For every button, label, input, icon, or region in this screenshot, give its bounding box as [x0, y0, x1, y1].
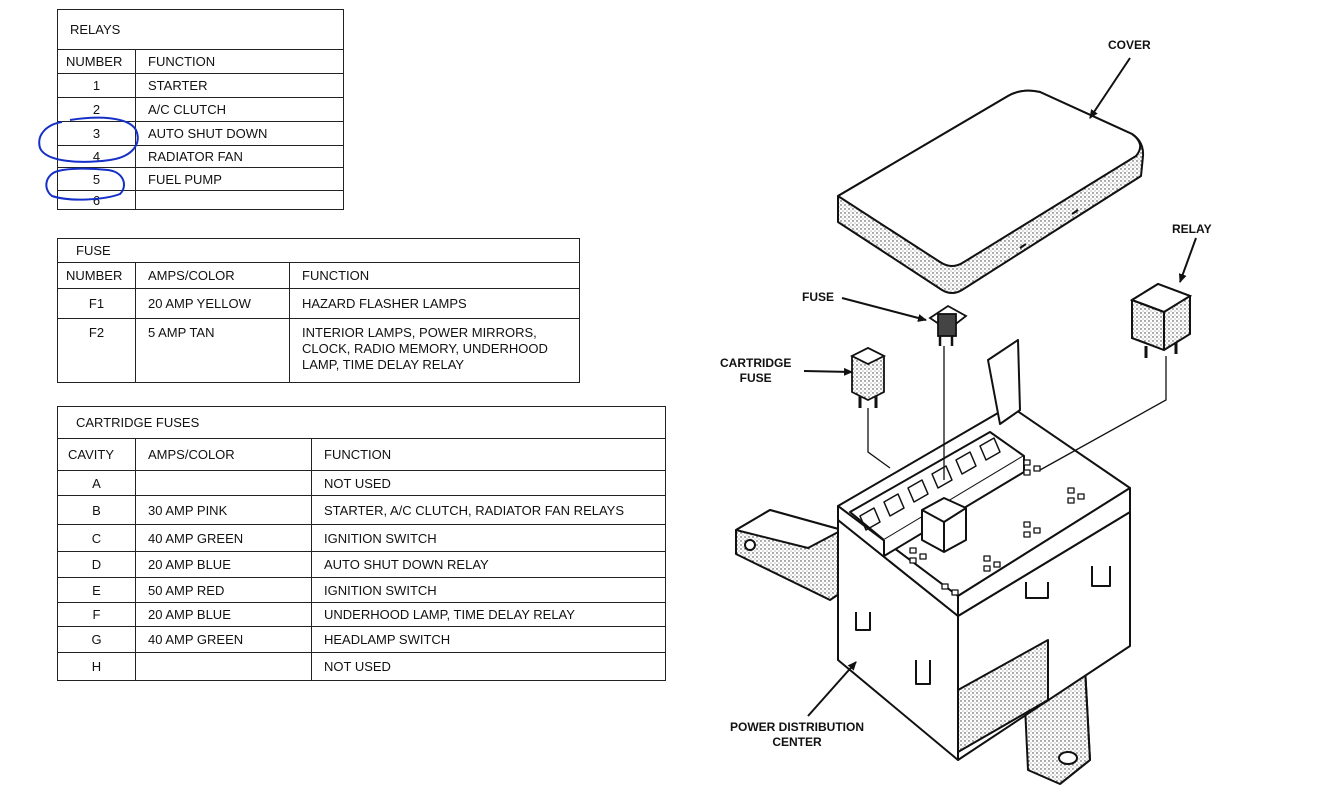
- table-row: F1 20 AMP YELLOW HAZARD FLASHER LAMPS: [57, 288, 580, 319]
- fuse-amps-color: 20 AMP YELLOW: [135, 288, 290, 319]
- cartridge-fuses-table: CARTRIDGE FUSES CAVITY AMPS/COLOR FUNCTI…: [57, 406, 666, 681]
- cartridge-fuses-title: CARTRIDGE FUSES: [57, 406, 666, 439]
- cartridge-amps-color: 20 AMP BLUE: [135, 602, 312, 627]
- annotation-circle-relay-3: [38, 116, 139, 163]
- relay-function: A/C CLUTCH: [135, 97, 344, 122]
- annotation-circle-relay-5: [45, 167, 125, 201]
- column-header: FUNCTION: [289, 262, 580, 289]
- cartridge-amps-color: 50 AMP RED: [135, 577, 312, 603]
- cover-leader: [1089, 57, 1131, 119]
- cartridge-amps-color: [135, 652, 312, 681]
- column-header: AMPS/COLOR: [135, 438, 312, 471]
- cartridge-function: STARTER, A/C CLUTCH, RADIATOR FAN RELAYS: [311, 495, 666, 525]
- mini-fuse-part: [928, 304, 968, 346]
- cartridge-amps-color: 20 AMP BLUE: [135, 551, 312, 578]
- annotation-circles: [38, 116, 139, 201]
- fuse-number: F1: [57, 288, 136, 319]
- pdc-label-line2: CENTER: [772, 735, 822, 749]
- fuse-number: F2: [57, 318, 136, 383]
- fuse-label: FUSE: [802, 290, 835, 304]
- cartridge-function: NOT USED: [311, 652, 666, 681]
- power-distribution-center-label: POWER DISTRIBUTION CENTER: [730, 720, 864, 750]
- fuse-function: INTERIOR LAMPS, POWER MIRRORS, CLOCK, RA…: [289, 318, 580, 383]
- table-row: F2 5 AMP TAN INTERIOR LAMPS, POWER MIRRO…: [57, 318, 580, 383]
- relay-number: 1: [57, 73, 136, 98]
- relay-part: [1129, 282, 1193, 358]
- cartridge-function: IGNITION SWITCH: [311, 577, 666, 603]
- cartridge-function: NOT USED: [311, 470, 666, 496]
- cartridge-fuse-label-line2: FUSE: [739, 371, 772, 385]
- fuse-title: FUSE: [57, 238, 580, 263]
- column-header: NUMBER: [57, 262, 136, 289]
- table-row: H NOT USED: [57, 652, 666, 681]
- relay-leader: [1178, 237, 1197, 283]
- cavity: H: [57, 652, 136, 681]
- cartridge-amps-color: [135, 470, 312, 496]
- relay-function: FUEL PUMP: [135, 167, 344, 191]
- explode-guide-lines: [867, 346, 1167, 480]
- cartridge-fuse-label: CARTRIDGE FUSE: [720, 356, 791, 386]
- pdc-label-line1: POWER DISTRIBUTION: [730, 720, 864, 734]
- fuse-leader: [841, 297, 927, 322]
- relay-function: [135, 190, 344, 210]
- cartridge-function: UNDERHOOD LAMP, TIME DELAY RELAY: [311, 602, 666, 627]
- table-header-row: NUMBER AMPS/COLOR FUNCTION: [57, 262, 580, 289]
- cartridge-fuse-leader: [803, 367, 853, 376]
- column-header: CAVITY: [57, 438, 136, 471]
- relays-title: RELAYS: [57, 9, 344, 50]
- cartridge-fuse-part: [849, 346, 887, 408]
- cavity: D: [57, 551, 136, 578]
- pdc-leader: [807, 661, 857, 717]
- leader-arrows: [803, 57, 1197, 717]
- column-header: FUNCTION: [311, 438, 666, 471]
- relay-function: RADIATOR FAN: [135, 145, 344, 168]
- cover-label: COVER: [1108, 38, 1151, 52]
- fuse-table: FUSE NUMBER AMPS/COLOR FUNCTION F1 20 AM…: [57, 238, 580, 383]
- table-header-row: CAVITY AMPS/COLOR FUNCTION: [57, 438, 666, 471]
- cover-part: [837, 89, 1145, 294]
- cartridge-fuse-label-line1: CARTRIDGE: [720, 356, 792, 370]
- cavity: C: [57, 524, 136, 552]
- power-distribution-center-part: [735, 339, 1131, 785]
- table-row: 6: [57, 190, 344, 210]
- cavity: G: [57, 626, 136, 653]
- cartridge-amps-color: 30 AMP PINK: [135, 495, 312, 525]
- relay-function: STARTER: [135, 73, 344, 98]
- relay-label: RELAY: [1172, 222, 1212, 236]
- cartridge-amps-color: 40 AMP GREEN: [135, 626, 312, 653]
- cavity: F: [57, 602, 136, 627]
- column-header: NUMBER: [57, 49, 136, 74]
